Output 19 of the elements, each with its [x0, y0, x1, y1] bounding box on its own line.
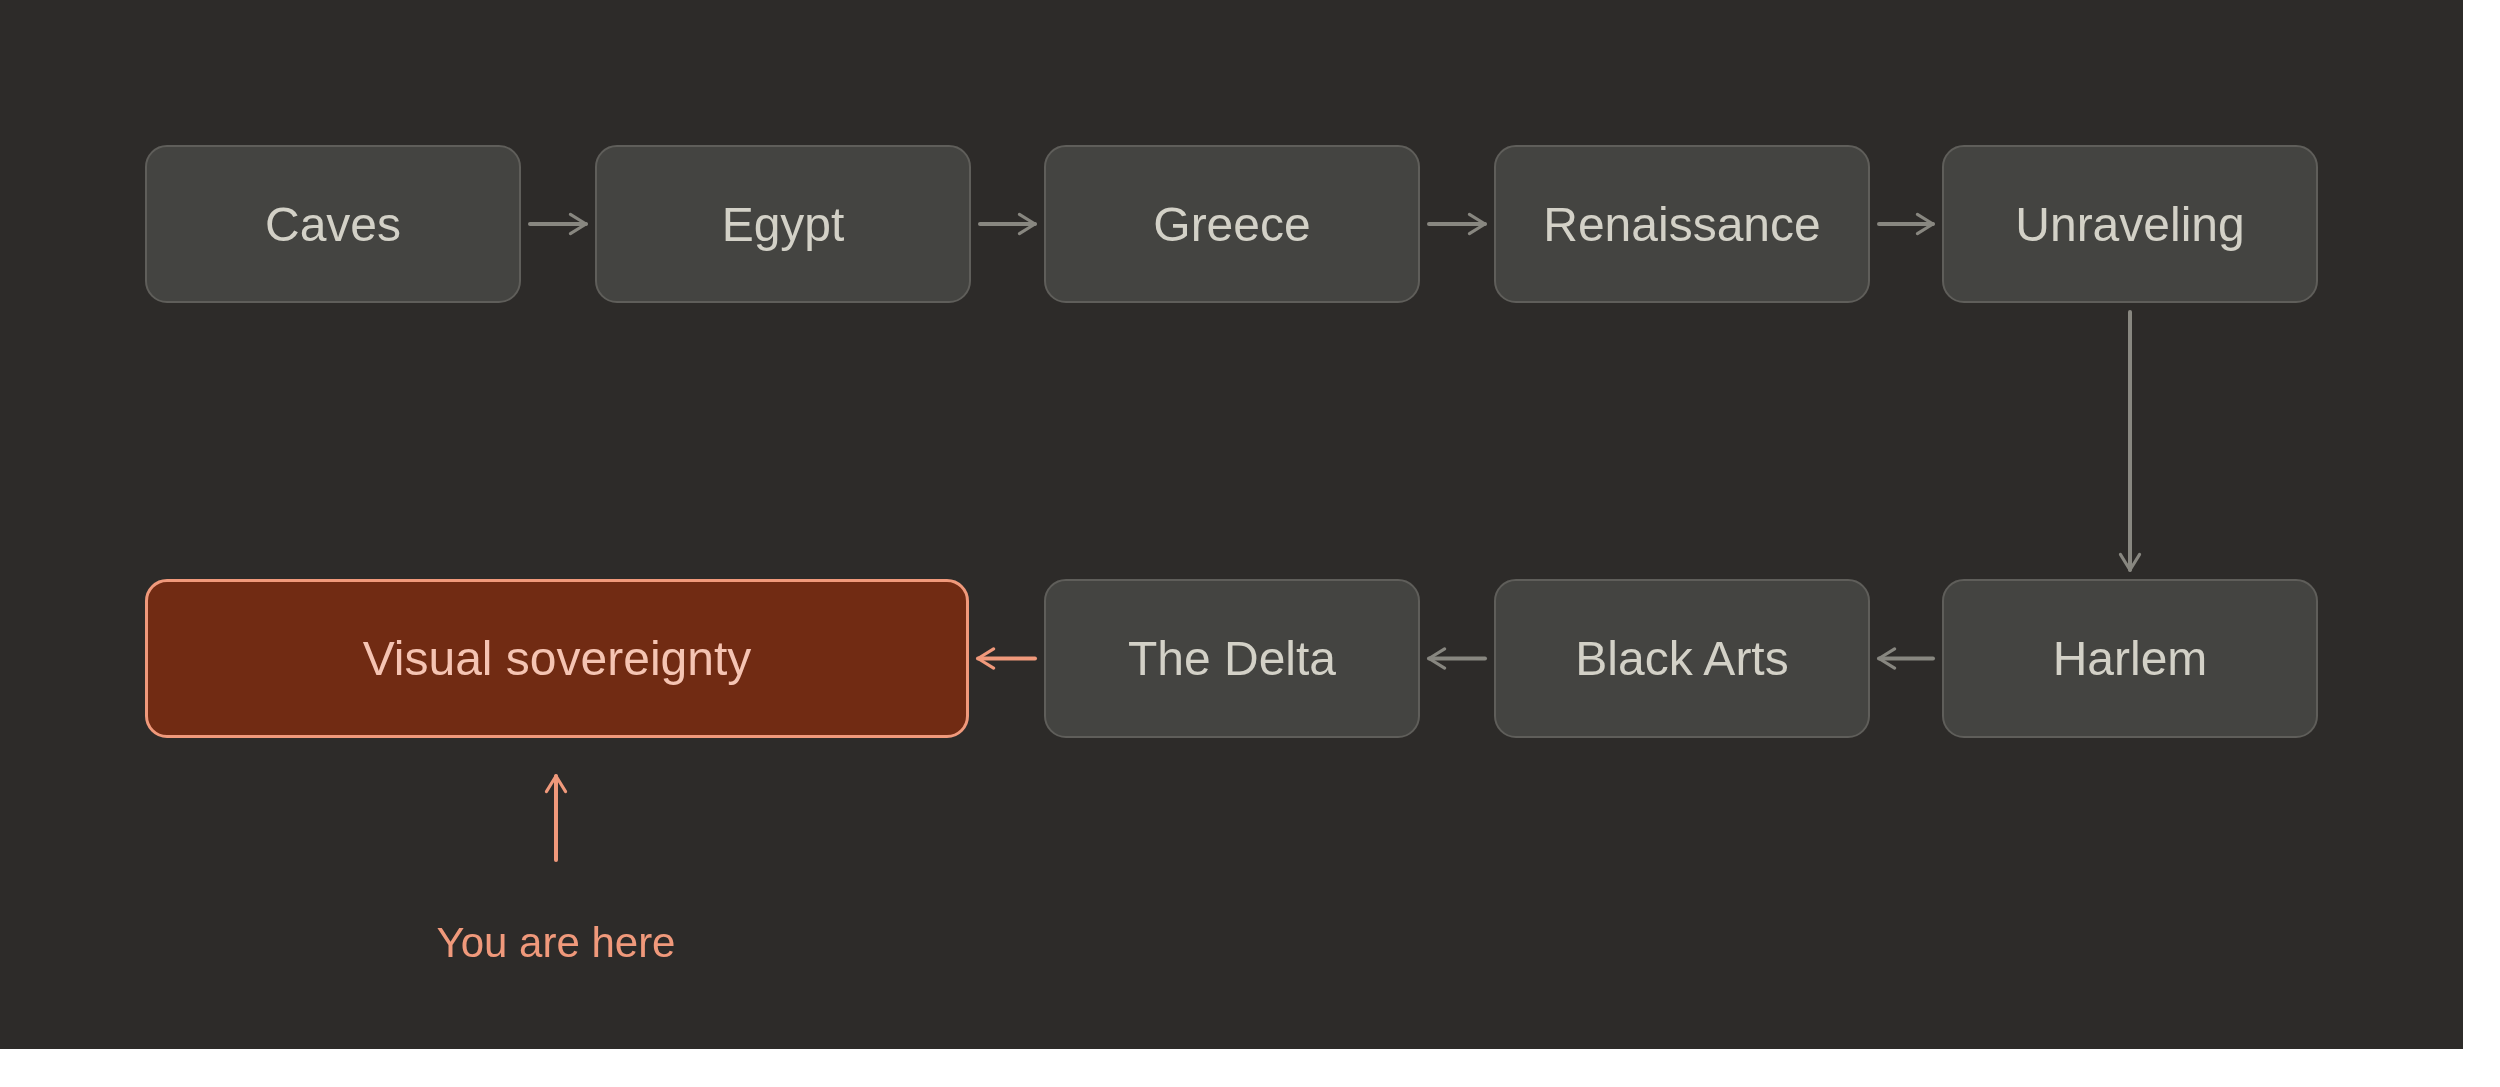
stage-box: Greece — [1044, 145, 1420, 303]
stage-box: Egypt — [595, 145, 971, 303]
arrow — [2118, 310, 2142, 572]
arrow — [528, 212, 588, 236]
arrow — [1877, 212, 1935, 236]
arrow — [544, 774, 568, 862]
stage-box: The Delta — [1044, 579, 1420, 738]
stage-box: Renaissance — [1494, 145, 1870, 303]
arrow — [976, 647, 1037, 670]
stage-box: Harlem — [1942, 579, 2318, 738]
highlighted-box: Visual sovereignty — [145, 579, 969, 738]
stage-box: Unraveling — [1942, 145, 2318, 303]
stage-box: Caves — [145, 145, 521, 303]
arrow — [1427, 647, 1487, 670]
arrow — [1427, 212, 1487, 236]
stage-box: Black Arts — [1494, 579, 1870, 738]
arrow — [1877, 647, 1935, 670]
annotation-text: You are here — [396, 915, 716, 971]
arrow — [978, 212, 1037, 236]
